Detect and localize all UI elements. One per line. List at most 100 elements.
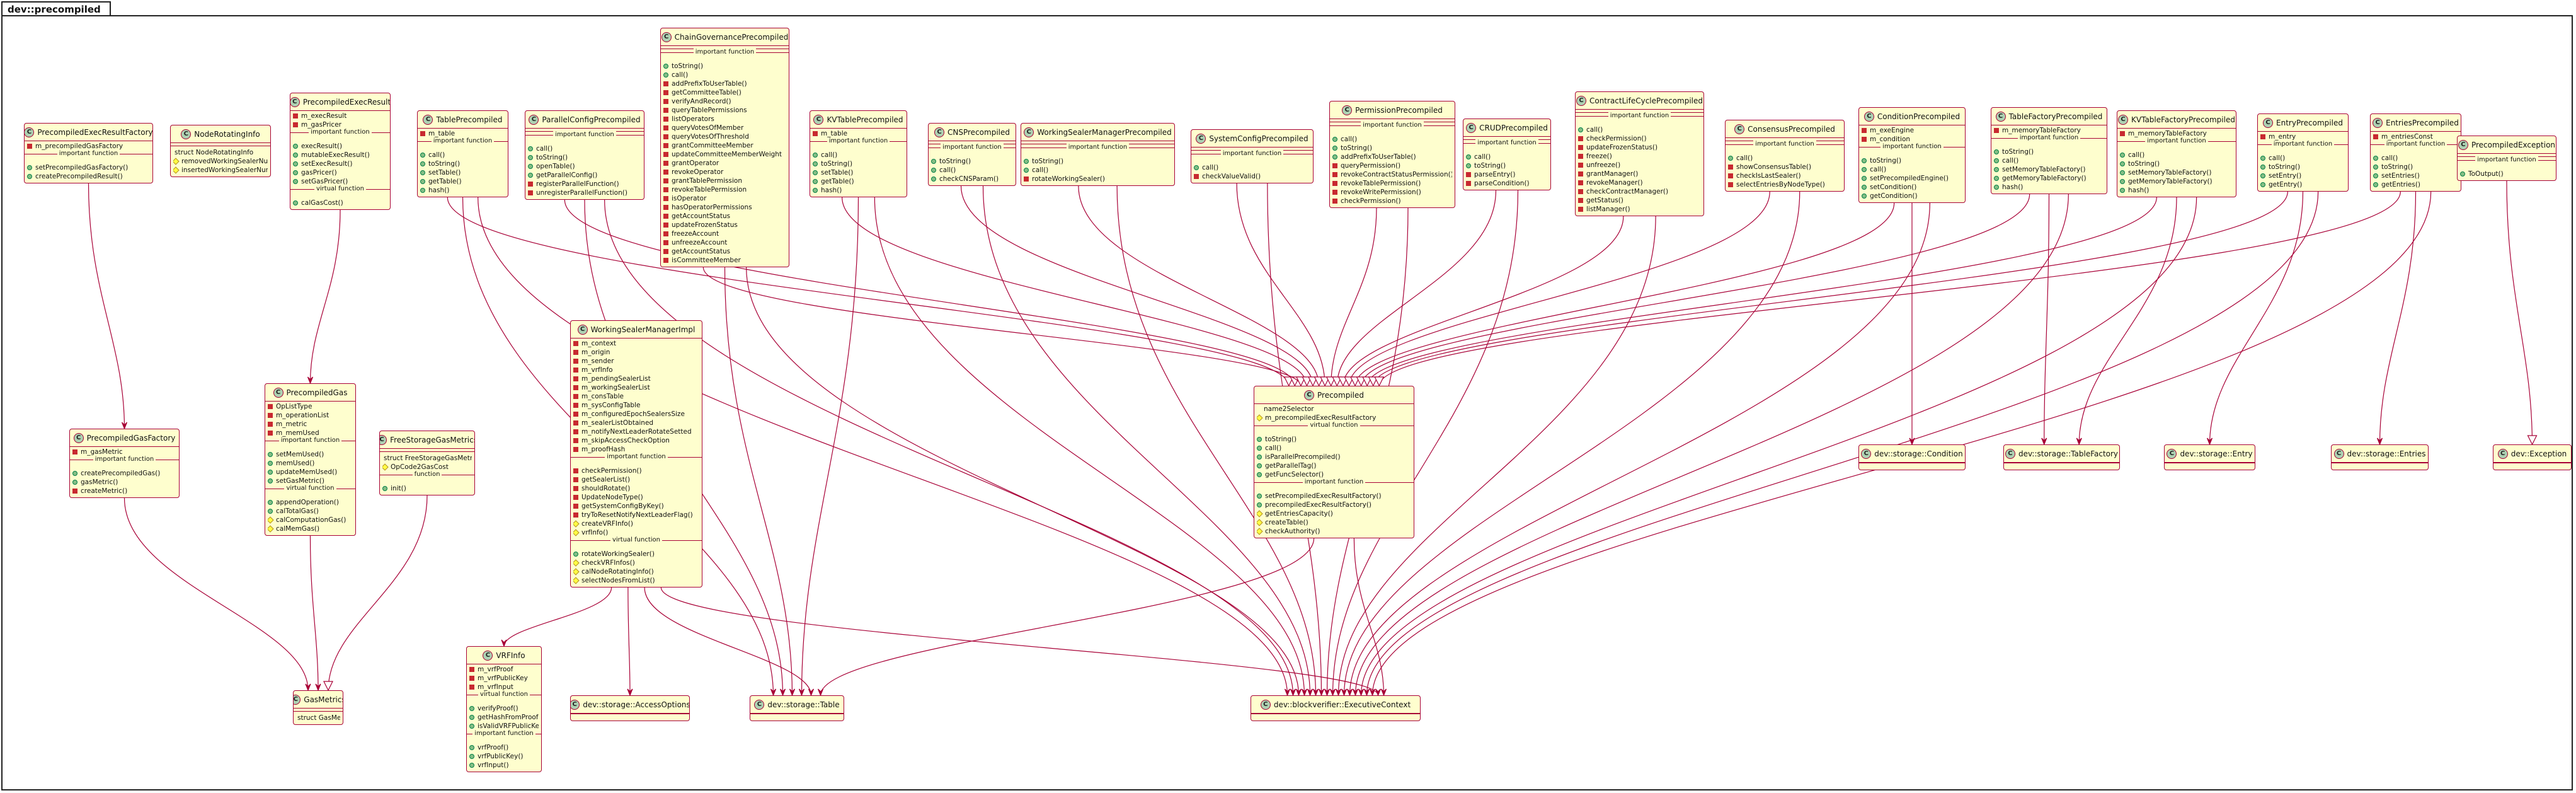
public-visibility-icon xyxy=(1257,454,1262,460)
private-visibility-icon xyxy=(663,152,668,157)
private-visibility-icon xyxy=(1332,199,1337,204)
protected-visibility-icon xyxy=(1257,519,1263,526)
protected-visibility-icon xyxy=(573,559,580,567)
class-name: ParallelConfigPrecompiled xyxy=(542,115,641,124)
class-member: toString() xyxy=(2373,163,2458,171)
member-text: m_notifyNextLeaderRotateSetted xyxy=(581,428,692,436)
member-text: m_vrfPublicKey xyxy=(478,674,528,682)
class-name: SystemConfigPrecompiled xyxy=(1209,134,1308,143)
private-visibility-icon xyxy=(663,125,668,130)
association-arrowhead xyxy=(1312,688,1319,697)
private-visibility-icon xyxy=(573,368,578,373)
association-edge xyxy=(88,183,125,429)
section-title: important function xyxy=(309,129,372,136)
class-icon: C xyxy=(380,435,387,445)
private-visibility-icon xyxy=(1578,198,1583,203)
member-text: struct FreeStorageGasMetrics xyxy=(384,454,472,462)
class-member: OpCode2GasCost xyxy=(382,463,472,472)
inheritance-edge xyxy=(1360,194,2030,386)
private-visibility-icon xyxy=(573,341,578,346)
class-member: updateFrozenStatus() xyxy=(1578,143,1701,152)
member-text: UpdateNodeType() xyxy=(581,494,643,501)
association-arrowhead xyxy=(121,422,128,430)
private-visibility-icon xyxy=(663,223,668,228)
public-visibility-icon xyxy=(2120,188,2125,193)
member-text: calComputationGas() xyxy=(276,516,346,524)
class-member: ToOutput() xyxy=(2460,170,2553,178)
package-tab: dev::precompiled xyxy=(1,1,111,16)
private-visibility-icon xyxy=(1194,174,1199,179)
public-visibility-icon xyxy=(420,188,425,193)
section-title: function xyxy=(412,471,442,478)
private-visibility-icon xyxy=(528,182,533,187)
section-separator: important function xyxy=(1859,143,1965,156)
member-text: setGasMetric() xyxy=(276,477,324,485)
member-text: vrfInput() xyxy=(478,761,509,769)
class-icon: C xyxy=(1576,96,1586,106)
class-member: struct FreeStorageGasMetrics xyxy=(382,454,472,463)
association-edge xyxy=(2078,197,2177,445)
class-member: isOperator xyxy=(663,194,786,203)
class-member: grantManager() xyxy=(1578,170,1701,178)
class-member: precompiledExecResultFactory() xyxy=(1257,501,1411,509)
class-member: toString() xyxy=(420,159,505,168)
private-visibility-icon xyxy=(663,231,668,236)
member-text: m_sealerListObtained xyxy=(581,419,654,427)
association-edge xyxy=(1343,191,1800,696)
public-visibility-icon xyxy=(2120,170,2125,175)
member-text: toString() xyxy=(1341,144,1373,152)
member-text: grantManager() xyxy=(1586,170,1639,178)
association-arrowhead xyxy=(1307,688,1314,697)
section-separator: important function xyxy=(571,453,702,466)
member-text: getEntry() xyxy=(2269,181,2303,188)
member-text: m_memoryTableFactory xyxy=(2002,127,2081,134)
member-text: revokeManager() xyxy=(1586,179,1643,187)
protected-visibility-icon xyxy=(573,577,580,584)
class-member: m_condition xyxy=(1862,135,1962,144)
inheritance-edge xyxy=(1348,191,1770,386)
class-member: setTable() xyxy=(420,168,505,177)
association-arrowhead xyxy=(2376,437,2383,446)
private-visibility-icon xyxy=(663,240,668,245)
association-arrowhead xyxy=(1290,688,1297,697)
section-separator: virtual function xyxy=(467,691,541,704)
public-visibility-icon xyxy=(469,754,474,759)
public-visibility-icon xyxy=(528,164,533,169)
class-member: revokeTablePermission() xyxy=(1332,179,1452,188)
class-member: queryVotesOfMember xyxy=(663,124,786,132)
class-member: vrfPublicKey() xyxy=(469,752,539,761)
member-text: call() xyxy=(2269,154,2286,162)
class-member: createMetric() xyxy=(72,487,176,495)
member-text: queryVotesOfThreshold xyxy=(672,133,749,141)
class-member: revokeOperator xyxy=(663,168,786,177)
private-visibility-icon xyxy=(573,394,578,399)
class-name: dev::storage::Entries xyxy=(2347,449,2426,458)
class-member: vrfProof() xyxy=(469,743,539,752)
member-text: rotateWorkingSealer() xyxy=(581,550,655,558)
private-visibility-icon xyxy=(663,196,668,201)
inheritance-arrowhead xyxy=(1349,376,1360,387)
empty-compartment xyxy=(1251,714,1420,721)
class-member: call() xyxy=(1862,165,1962,174)
public-visibility-icon xyxy=(663,64,668,69)
public-visibility-icon xyxy=(1466,163,1471,168)
section-separator: important function xyxy=(525,131,644,144)
class-member: m_notifyNextLeaderRotateSetted xyxy=(573,427,699,436)
section-divider xyxy=(380,451,474,452)
class-member: m_precompiledExecResultFactory xyxy=(1257,414,1411,422)
inheritance-edge xyxy=(328,495,428,691)
class-member: m_pendingSealerList xyxy=(573,374,699,383)
association-arrowhead xyxy=(1375,688,1382,697)
class-member: freeze() xyxy=(1578,152,1701,161)
